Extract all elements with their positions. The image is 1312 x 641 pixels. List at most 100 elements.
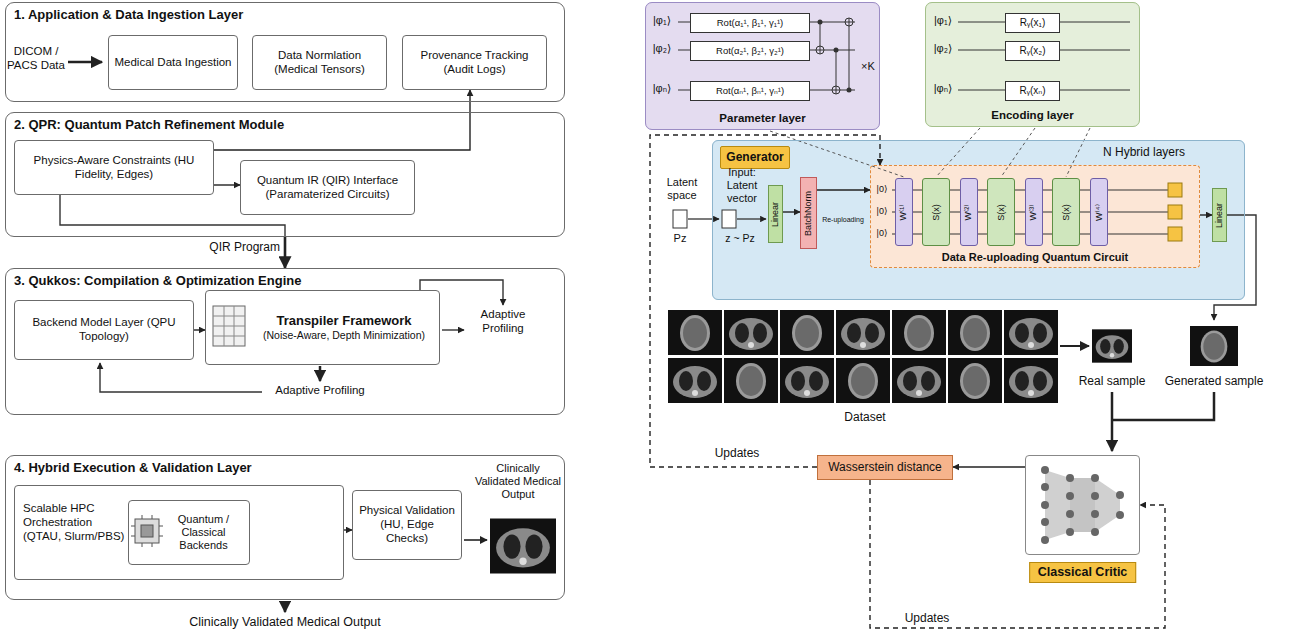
- node-label: S(x): [932, 204, 941, 221]
- text-label: |φ₂⟩: [929, 42, 957, 55]
- leader-line: [936, 128, 980, 177]
- node-label: 1. Application & Data Ingestion Layer: [14, 7, 243, 23]
- node-label: Provenance Tracking (Audit Logs): [408, 49, 541, 77]
- text-label: |0⟩: [873, 206, 891, 217]
- text-label: Adaptive Profiling: [250, 384, 390, 398]
- edge-label: Updates: [705, 446, 769, 460]
- node-label: Backend Model Layer (QPU Topology): [20, 316, 188, 344]
- node-label: Linear: [771, 201, 780, 226]
- text-label: |φₙ⟩: [648, 82, 676, 95]
- flow-arrow: [737, 218, 766, 219]
- encoding-gate: Rᵧ(xₙ): [1005, 81, 1060, 101]
- flow-arrow: [68, 61, 102, 64]
- icon-line: [213, 336, 245, 337]
- process-box: Data Normlation (Medical Tensors): [252, 35, 387, 90]
- nn-unit: [1066, 474, 1074, 482]
- rotation-gate: Rot(α₁¹, β₁¹, γ₁¹): [690, 13, 810, 33]
- node-label: Scalable HPC Orchestration (QTAU, Slurm/…: [23, 502, 131, 543]
- circuit-panel: Rᵧ(x₁) Rᵧ(x₂) Rᵧ(xₙ) Encoding layer: [925, 2, 1140, 127]
- node-label: N Hybrid layers: [1103, 145, 1185, 159]
- text-label: Clinically Validated Medical Output: [150, 615, 420, 630]
- chip-pin: [152, 543, 153, 547]
- loss-box: Wasserstein distance: [817, 455, 953, 480]
- linear-block: Linear: [768, 185, 783, 243]
- cnot-line: [820, 22, 821, 54]
- generator-badge: Generator: [720, 146, 790, 169]
- node-label: Rot(α₁¹, β₁¹, γ₁¹): [717, 17, 783, 28]
- ct-image: [668, 310, 722, 355]
- nn-unit: [1066, 492, 1074, 500]
- icon-line: [213, 316, 245, 317]
- connector: [1200, 214, 1212, 215]
- node-label: Physics-Aware Constraints (HU Fidelity, …: [20, 154, 208, 182]
- node-label: 3. Qukkos: Compilation & Optimization En…: [14, 273, 301, 289]
- circuit-panel: Rot(α₁¹, β₁¹, γ₁¹) Rot(α₂¹, β₂¹, γ₂¹) Rot(…: [645, 2, 880, 130]
- node-label: Encoding layer: [926, 109, 1139, 123]
- nn-unit: [1091, 492, 1099, 500]
- encoding-gate: Rᵧ(x₁): [1005, 13, 1060, 33]
- cnot-control: [818, 20, 823, 25]
- rotation-gate: Rot(α₂¹, β₂¹, γ₂¹): [690, 41, 810, 61]
- nn-links: [1070, 478, 1095, 532]
- text-label: Adaptive Profiling: [468, 308, 538, 336]
- flow-line: [1112, 392, 1214, 420]
- connector: [953, 466, 1025, 467]
- flow-arrow: [688, 218, 719, 219]
- encoding-gate: S(x): [987, 178, 1015, 246]
- text-label: z ~ Pz: [712, 232, 768, 245]
- nn-unit: [1116, 491, 1124, 499]
- node-label: W⁽²⁾: [964, 204, 973, 220]
- ct-image: [1004, 310, 1058, 355]
- text-label: |φ₁⟩: [929, 14, 957, 27]
- text-label: ×K: [856, 60, 880, 73]
- process-box: Physical Validation (HU, Edge Checks): [352, 490, 462, 560]
- icon-line: [234, 306, 235, 346]
- text-label: Generated sample: [1159, 374, 1269, 388]
- node-label: Quantum / Classical Backends: [163, 513, 244, 553]
- ct-image: [948, 358, 1002, 403]
- node-label: Medical Data Ingestion: [115, 56, 232, 70]
- cnot-target: [845, 18, 853, 26]
- text-label: |0⟩: [873, 184, 891, 195]
- edge-label: QIR Program: [185, 240, 282, 254]
- critic-network: Classical Critic: [1025, 455, 1140, 555]
- nn-unit: [1041, 483, 1049, 491]
- node-label: Rᵧ(x₁): [1020, 17, 1045, 29]
- panel-fill: [645, 2, 880, 130]
- measurement: [1168, 183, 1182, 197]
- node-label: S(x): [997, 204, 1006, 221]
- encoding-gate: S(x): [1052, 178, 1080, 246]
- node-label: W⁽¹⁾: [899, 204, 908, 220]
- rotation-gate: Rot(αₙ¹, βₙ¹, γₙ¹): [690, 81, 810, 101]
- connector: [870, 480, 1165, 628]
- node-label: (Noise-Aware, Depth Minimization): [263, 329, 425, 342]
- encoding-gate: Rᵧ(x₂): [1005, 41, 1060, 61]
- node-label: 2. QPR: Quantum Patch Refinement Module: [14, 117, 284, 133]
- cnot-target: [832, 86, 840, 94]
- process-box: Backend Model Layer (QPU Topology): [14, 300, 194, 360]
- flow-arrow: [1111, 420, 1114, 451]
- node-label: Rᵧ(x₂): [1020, 45, 1046, 57]
- cnot-target: [816, 46, 824, 54]
- chip-pin: [131, 536, 135, 537]
- text-label: Clinically Validated Medical Output: [474, 462, 562, 502]
- text-label: Input: Latent vector: [713, 166, 771, 206]
- process-box: Quantum / Classical Backends Scalable HPC…: [14, 485, 344, 580]
- ct-image: [836, 358, 890, 403]
- batchnorm-block: BatchNorm: [800, 177, 817, 249]
- cnot-control: [834, 48, 839, 53]
- nn-unit: [1066, 528, 1074, 536]
- flow-arrow: [284, 601, 287, 612]
- nn-unit: [1041, 518, 1049, 526]
- loop-line: [420, 280, 503, 305]
- flow-line: [1111, 392, 1114, 420]
- node-label: Transpiler Framework: [276, 313, 411, 329]
- connector: [194, 329, 205, 330]
- ct-image: [1092, 329, 1132, 362]
- node-label: Linear: [1215, 202, 1224, 227]
- chip-pin: [142, 543, 143, 547]
- measurement: [1168, 227, 1182, 241]
- chip-core: [141, 525, 153, 537]
- text-label: |φ₂⟩: [648, 42, 676, 55]
- process-box: Medical Data Ingestion: [108, 35, 238, 90]
